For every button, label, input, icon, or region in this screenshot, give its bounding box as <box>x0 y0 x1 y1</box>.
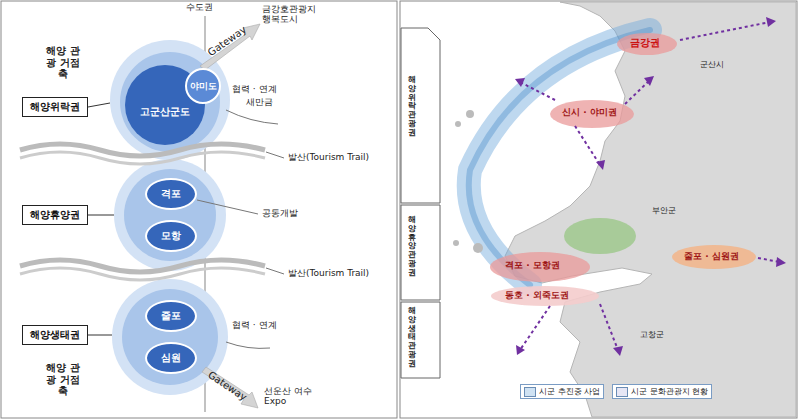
text-label: 격포 · 모항권 <box>505 260 560 270</box>
node-text: 심원 <box>161 351 181 365</box>
text-label: 선운산 여수 Expo <box>264 386 320 407</box>
node-text: 해양생태권 <box>30 328 80 342</box>
hub-ellipse: 모항 <box>145 220 197 252</box>
dotted-arrow <box>625 80 650 104</box>
arrow-head <box>596 160 605 170</box>
legend-item: 시군 문화관광지 현황 <box>612 384 712 399</box>
hub-ellipse: 격포 <box>145 178 197 210</box>
text-label: 신시 · 야미권 <box>562 107 617 117</box>
dotted-arrow <box>680 22 770 40</box>
arrow-heads <box>515 17 786 356</box>
text-label: 협력 · 연계 <box>232 84 277 94</box>
hub-ellipse: 심원 <box>145 342 197 374</box>
park-area <box>564 218 636 254</box>
text-label: 금강권 <box>630 37 660 49</box>
dotted-arrow <box>575 126 600 165</box>
node-text: 격포 <box>161 187 181 201</box>
band-box <box>401 205 440 300</box>
zone-box: 해양휴양권 <box>22 205 88 225</box>
vertical-label: 해양위락관광권 <box>408 76 416 138</box>
island-circle: 야미도 <box>185 68 221 104</box>
node-text: 줄포 <box>161 309 181 323</box>
dotted-arrows <box>520 22 780 350</box>
zone-blob <box>672 245 756 269</box>
arrow-head <box>776 257 786 267</box>
text-label: 줄포 · 심원권 <box>684 251 739 261</box>
legend-text: 시군 문화관광지 현황 <box>631 386 708 397</box>
link-line <box>197 200 258 214</box>
node-text: 고군산군도 <box>140 105 190 119</box>
link-line <box>226 110 278 124</box>
node-text: 해양위락권 <box>30 100 80 114</box>
text-label: 해양 관광 거점축 <box>44 45 82 80</box>
leader-line <box>266 152 284 158</box>
text-label: 군산시 <box>700 60 724 69</box>
island <box>466 110 474 118</box>
text-label: 공동개발 <box>262 208 298 218</box>
link-line <box>226 342 270 348</box>
right-frame <box>400 1 797 418</box>
hub-circle: 고군산군도야미도 <box>125 65 205 145</box>
zone-blob <box>617 33 677 55</box>
text-label: 새만금 <box>246 97 273 107</box>
legend-item: 시군 추진중 사업 <box>520 384 604 399</box>
node-text: 야미도 <box>190 80 217 93</box>
text-label: 부안군 <box>652 206 676 215</box>
zone-box: 해양위락권 <box>22 97 88 117</box>
gateway-arrow <box>202 367 258 408</box>
gateway-arrow <box>200 24 260 70</box>
dotted-arrow <box>520 82 555 100</box>
zone-blob <box>550 100 634 128</box>
vertical-label: 해양생태관광권 <box>408 307 416 369</box>
gateway-label: Gateway <box>206 24 249 59</box>
text-label: 금강호관광지 행복도시 <box>262 4 320 25</box>
legend-swatch <box>524 387 536 397</box>
zone-blob <box>491 286 599 306</box>
trail-wave <box>20 152 265 164</box>
text-label: 수도권 <box>186 2 213 12</box>
legend-swatch <box>616 387 628 397</box>
text-label: 발산(Tourism Trail) <box>288 152 369 162</box>
text-label: 고창군 <box>640 330 664 339</box>
arrow-head <box>613 346 623 356</box>
hub-ellipse: 줄포 <box>145 300 197 332</box>
legend-text: 시군 추진중 사업 <box>539 386 600 397</box>
trail-wave <box>20 260 265 272</box>
arrow-head <box>766 17 776 27</box>
tourism-band <box>469 30 650 285</box>
text-label: 발산(Tourism Trail) <box>288 268 369 278</box>
left-frame <box>1 1 397 418</box>
trail-wave <box>20 144 265 156</box>
island <box>453 240 459 246</box>
island <box>455 121 461 127</box>
arrow-head <box>516 345 525 355</box>
mid-ring <box>124 169 216 261</box>
dotted-arrow <box>600 304 618 350</box>
arrow-head <box>644 76 654 86</box>
zone-blob <box>490 252 590 282</box>
leader-line <box>88 215 114 216</box>
vertical-label: 해양휴양관광권 <box>408 216 416 278</box>
leader-line <box>88 335 112 336</box>
text-label: 해양 관광 거점축 <box>44 362 82 397</box>
outer-ring <box>114 159 226 271</box>
node-text: 모항 <box>161 229 181 243</box>
trail-wave <box>20 268 265 280</box>
text-label: 동호 · 외죽도권 <box>505 290 569 300</box>
legend: 시군 추진중 사업 시군 문화관광지 현황 <box>520 384 712 399</box>
gateway-label: Gateway <box>206 369 249 403</box>
text-label: 협력 · 연계 <box>232 320 277 330</box>
arrow-head <box>515 78 525 87</box>
tourism-band <box>469 30 650 285</box>
band-box <box>401 302 440 378</box>
dotted-arrow <box>520 306 550 350</box>
leader-line <box>88 103 110 107</box>
node-text: 해양휴양권 <box>30 208 80 222</box>
leader-line <box>266 268 284 274</box>
island <box>473 243 483 253</box>
zone-box: 해양생태권 <box>22 325 88 345</box>
band-box <box>401 28 440 203</box>
